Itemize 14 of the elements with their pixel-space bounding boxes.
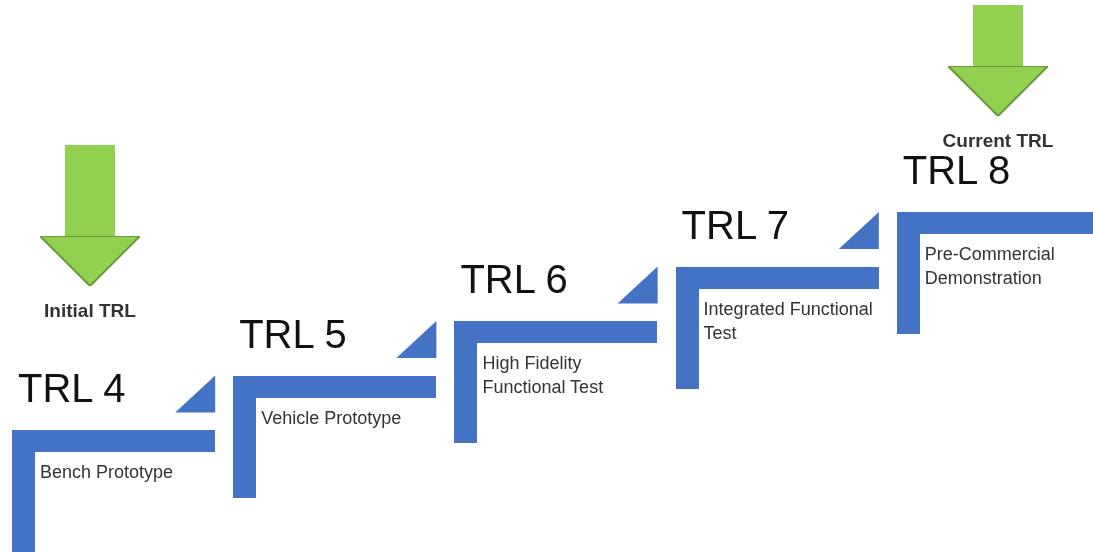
step-description: Bench Prototype bbox=[40, 461, 175, 484]
step-description: Vehicle Prototype bbox=[261, 406, 403, 430]
trl-heading: TRL 8 bbox=[902, 150, 1011, 190]
step-description: Pre-Commercial Demonstration bbox=[924, 243, 1056, 290]
step-description: Integrated Functional Test bbox=[703, 297, 874, 345]
trl-heading: TRL 4 bbox=[18, 368, 126, 408]
trl-marker-label: Initial TRL bbox=[20, 286, 160, 322]
down-arrow bbox=[947, 5, 1049, 117]
step-description: High Fidelity Functional Test bbox=[482, 352, 605, 399]
down-arrow bbox=[39, 145, 141, 287]
trl-heading: TRL 5 bbox=[239, 313, 347, 354]
trl-marker-label: Current TRL bbox=[936, 116, 1060, 152]
trl-heading: TRL 6 bbox=[460, 259, 568, 299]
trl-heading: TRL 7 bbox=[681, 204, 790, 245]
